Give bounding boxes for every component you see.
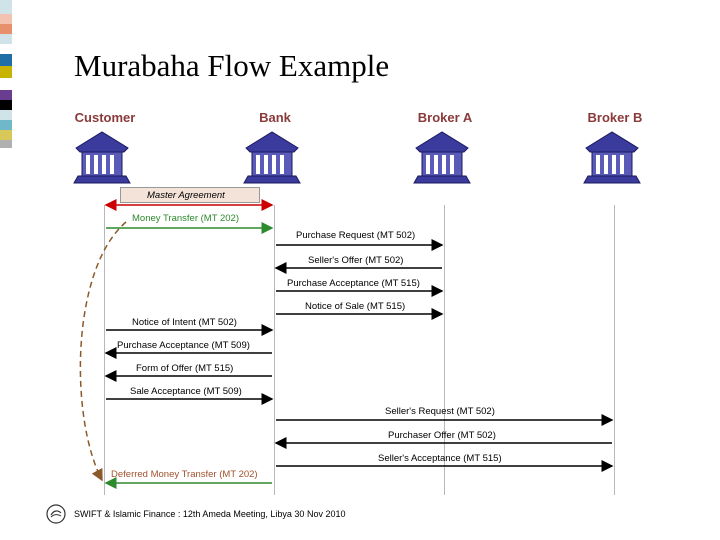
decor-stripe	[0, 130, 12, 140]
decor-stripe	[0, 54, 12, 66]
deferred-link-curve	[79, 221, 127, 482]
party-label-broker-a: Broker A	[417, 110, 473, 125]
footer-caption: SWIFT & Islamic Finance : 12th Ameda Mee…	[74, 509, 346, 519]
party-label-customer: Customer	[74, 110, 136, 125]
msg-purchase-request: Purchase Request (MT 502)	[296, 230, 416, 241]
master-agreement-label: Master Agreement	[147, 189, 225, 201]
msg-purchaser-offer: Purchaser Offer (MT 502)	[388, 430, 496, 441]
msg-sellers-request: Seller's Request (MT 502)	[385, 406, 495, 417]
bank-building-icon	[73, 131, 131, 184]
decor-stripe	[0, 120, 12, 130]
msg-sellers-offer: Seller's Offer (MT 502)	[308, 255, 404, 266]
msg-sale-acceptance: Sale Acceptance (MT 509)	[130, 386, 242, 397]
msg-notice-of-sale: Notice of Sale (MT 515)	[305, 301, 406, 312]
msg-purchase-acceptance-509: Purchase Acceptance (MT 509)	[117, 340, 250, 351]
bank-building-icon	[583, 131, 641, 184]
lifeline-broker-a	[444, 205, 445, 495]
party-label-bank: Bank	[259, 110, 291, 125]
bank-building-icon	[243, 131, 301, 184]
slide-title: Murabaha Flow Example	[74, 48, 390, 83]
lifeline-broker-b	[614, 205, 615, 495]
master-agreement-box: Master Agreement	[120, 187, 260, 203]
decor-stripe	[0, 100, 12, 110]
decor-stripe	[0, 90, 12, 100]
decor-stripe	[0, 110, 12, 120]
msg-sellers-acceptance: Seller's Acceptance (MT 515)	[378, 453, 502, 464]
swift-logo-icon	[46, 504, 66, 524]
decor-stripe	[0, 14, 12, 24]
party-label-broker-b: Broker B	[587, 110, 643, 125]
decor-stripe	[0, 0, 12, 14]
decor-stripe	[0, 34, 12, 44]
decor-stripe	[0, 24, 12, 34]
msg-form-of-offer: Form of Offer (MT 515)	[136, 363, 234, 374]
lifeline-bank	[274, 205, 275, 495]
msg-money-transfer: Money Transfer (MT 202)	[132, 213, 240, 224]
msg-purchase-acceptance-515: Purchase Acceptance (MT 515)	[287, 278, 420, 289]
decor-stripe	[0, 66, 12, 78]
msg-notice-of-intent: Notice of Intent (MT 502)	[132, 317, 237, 328]
msg-deferred-money-transfer: Deferred Money Transfer (MT 202)	[111, 469, 258, 480]
decor-stripe	[0, 140, 12, 148]
bank-building-icon	[413, 131, 471, 184]
